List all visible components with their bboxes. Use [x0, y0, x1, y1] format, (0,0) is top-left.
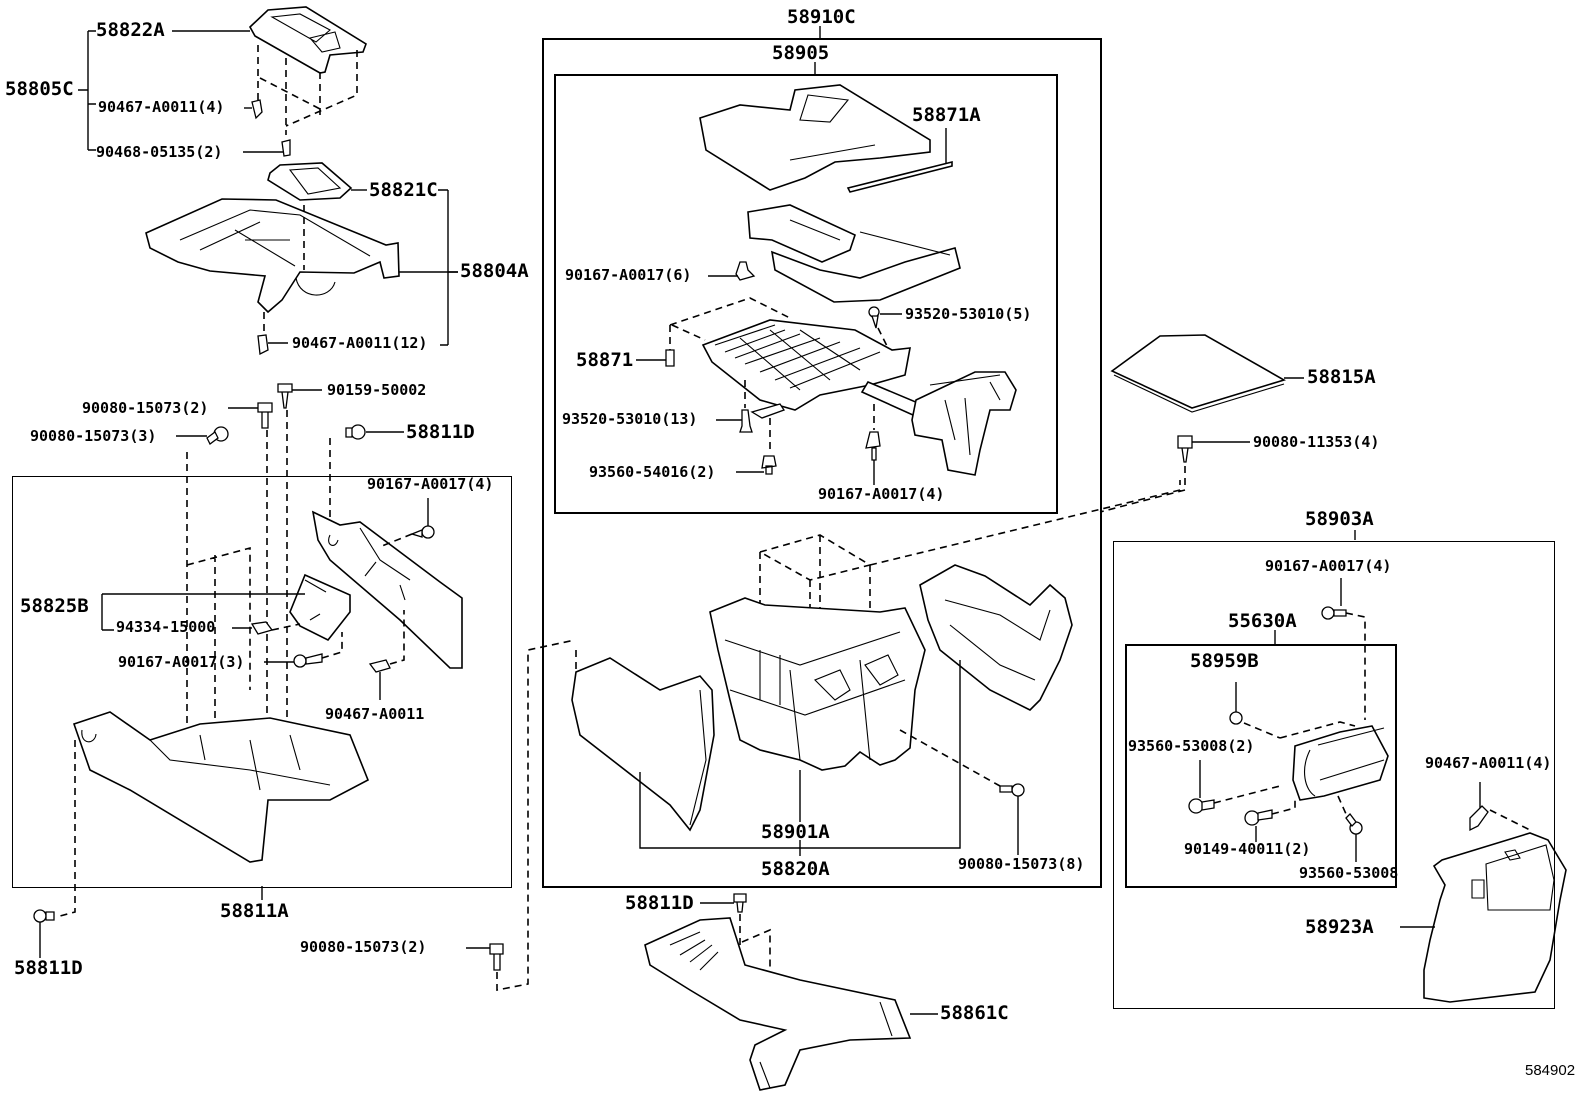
- label-58923A: 58923A: [1305, 916, 1374, 938]
- screw-90167-A0017-6: [708, 261, 756, 281]
- clip-58811D-b: [33, 909, 55, 958]
- label-58811A: 58811A: [220, 900, 289, 922]
- label-90080-15073-2b: 90080-15073(2): [300, 938, 427, 956]
- part-58821C-bezel: [267, 162, 367, 201]
- part-58901A-console-box: [709, 597, 926, 771]
- clip-90467-A0011-4b: [1469, 782, 1531, 832]
- group-box-58905: [554, 74, 1058, 514]
- part-58871A-strip: [846, 128, 953, 193]
- fastener-90080-15073-2a: [228, 402, 273, 429]
- clip-90467-A0011-12: [257, 334, 288, 355]
- part-58905-armrest-lid: [699, 84, 931, 191]
- label-90467-A0011: 90467-A0011: [325, 705, 425, 723]
- part-58804A-console-tray: [145, 198, 458, 314]
- label-90080-11353-4: 90080-11353(4): [1253, 433, 1380, 451]
- clip-58811D-c: [700, 893, 771, 970]
- label-58959B: 58959B: [1190, 650, 1259, 672]
- label-58811D-a: 58811D: [406, 421, 475, 443]
- screw-93520-53010-13: [716, 380, 753, 433]
- part-55630A-accessory-socket: [1279, 721, 1389, 801]
- label-58871: 58871: [576, 349, 634, 371]
- clip-90468-05135: [243, 139, 291, 157]
- label-90159-50002: 90159-50002: [327, 381, 427, 399]
- label-58910C: 58910C: [787, 6, 856, 28]
- fastener-90080-15073-8: [899, 729, 1025, 855]
- part-58825B-pocket: [101, 573, 351, 642]
- label-90467-A0011-12: 90467-A0011(12): [292, 334, 428, 352]
- part-hinge-assembly: [860, 371, 1017, 476]
- label-58901A: 58901A: [761, 821, 830, 843]
- group-box-58811A: [12, 476, 512, 888]
- label-90468-05135-2: 90468-05135(2): [96, 143, 223, 161]
- label-93520-53010-5: 93520-53010(5): [905, 305, 1032, 323]
- label-58811D-b: 58811D: [14, 957, 83, 979]
- label-90167-A0017-6: 90167-A0017(6): [565, 266, 692, 284]
- label-55630A: 55630A: [1228, 610, 1297, 632]
- label-58815A: 58815A: [1307, 366, 1376, 388]
- label-90467-A0011-4a: 90467-A0011(4): [98, 98, 225, 116]
- part-58871-stopper: [636, 349, 675, 367]
- label-58871A: 58871A: [912, 104, 981, 126]
- group-box-55630A: [1125, 644, 1397, 888]
- clip-90467-A0011-a: [244, 99, 263, 120]
- label-90149-40011-2: 90149-40011(2): [1184, 840, 1311, 858]
- screw-90149-40011-2: [1244, 796, 1296, 842]
- label-90167-A0017-4b: 90167-A0017(4): [818, 485, 945, 503]
- part-58811A-console-lower: [72, 711, 370, 863]
- screw-93560-53008: [1337, 795, 1363, 862]
- label-58820A: 58820A: [761, 858, 830, 880]
- fastener-90080-15073-3: [176, 426, 229, 445]
- label-58805C: 58805C: [5, 78, 74, 100]
- clip-58811D-a: [345, 424, 404, 440]
- label-58822A: 58822A: [96, 19, 165, 41]
- part-58923A-rear-panel: [1400, 832, 1567, 1003]
- label-58821C: 58821C: [369, 179, 438, 201]
- label-90080-15073-3: 90080-15073(3): [30, 427, 157, 445]
- fastener-90080-11353-4: [1099, 435, 1250, 513]
- clip-90467-A0011-b: [368, 610, 405, 700]
- label-90167-A0017-3: 90167-A0017(3): [118, 653, 245, 671]
- part-right-side-panel: [919, 564, 1073, 711]
- label-94334-15000: 94334-15000: [116, 618, 216, 636]
- part-small-bracket: [750, 403, 785, 450]
- part-58861C-rear-duct: [644, 917, 938, 1091]
- label-90467-A0011-4b: 90467-A0011(4): [1425, 754, 1552, 772]
- group-box-58910C: [542, 38, 1102, 888]
- part-inner-tray-grid: [701, 319, 911, 411]
- label-58903A: 58903A: [1305, 508, 1374, 530]
- screw-90167-A0017-4c: [1321, 578, 1366, 720]
- screw-93560-53008-2: [1188, 760, 1281, 814]
- label-90080-15073-2a: 90080-15073(2): [82, 399, 209, 417]
- group-box-58903A: [1113, 541, 1555, 1009]
- label-93520-53010-13: 93520-53010(13): [562, 410, 698, 428]
- screw-90167-A0017-3: [264, 632, 343, 668]
- reference-code: 584902: [1525, 1062, 1576, 1079]
- part-58815A-mat: [1110, 334, 1304, 413]
- clip-94334-15000: [232, 621, 301, 635]
- label-90167-A0017-4c: 90167-A0017(4): [1265, 557, 1392, 575]
- label-58861C: 58861C: [940, 1002, 1009, 1024]
- screw-90167-A0017-4b: [865, 404, 881, 485]
- screw-93560-54016-2: [736, 455, 777, 475]
- label-93560-53008: 93560-53008: [1299, 864, 1399, 882]
- part-left-side-panel: [571, 657, 715, 832]
- label-58825B: 58825B: [20, 595, 89, 617]
- bracket-58805C: [78, 30, 96, 151]
- fastener-90159-50002: [277, 383, 322, 409]
- label-93560-54016-2: 93560-54016(2): [589, 463, 716, 481]
- label-58811D-c: 58811D: [625, 892, 694, 914]
- clip-58959B: [1229, 682, 1281, 739]
- part-58822A-shift-bezel: [172, 6, 367, 74]
- screw-93520-53010-5: [868, 306, 902, 347]
- label-90167-A0017-4a: 90167-A0017(4): [367, 475, 494, 493]
- screw-90167-A0017-4a: [381, 498, 435, 547]
- label-58905: 58905: [772, 42, 830, 64]
- label-93560-53008-2: 93560-53008(2): [1128, 737, 1255, 755]
- part-armrest-frame: [747, 204, 961, 303]
- part-side-panel-right: [311, 510, 463, 669]
- label-90080-15073-8: 90080-15073(8): [958, 855, 1085, 873]
- label-58804A: 58804A: [460, 260, 529, 282]
